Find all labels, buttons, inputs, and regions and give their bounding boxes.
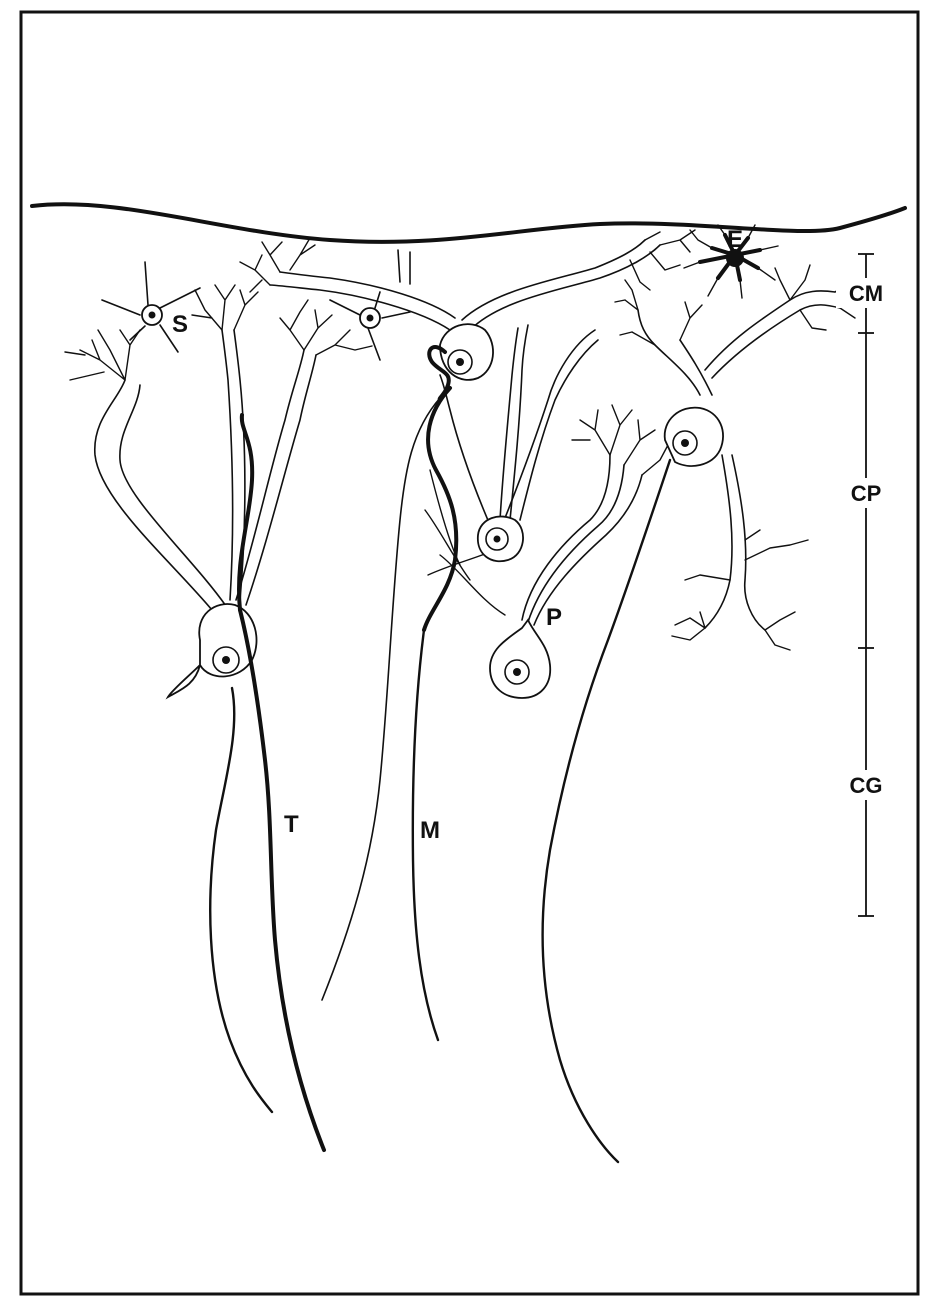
cell-t bbox=[65, 285, 372, 1150]
label-s: S bbox=[172, 311, 188, 338]
layer-label-cp: CP bbox=[851, 481, 882, 506]
surface-line bbox=[32, 204, 905, 242]
label-t: T bbox=[284, 811, 299, 838]
layer-label-cg: CG bbox=[850, 773, 883, 798]
cell-right bbox=[543, 265, 855, 1162]
cell-m bbox=[240, 230, 695, 1040]
label-e: E bbox=[727, 226, 743, 253]
layer-label-cm: CM bbox=[849, 281, 883, 306]
label-m: M bbox=[420, 817, 440, 844]
cell-small-upper bbox=[330, 292, 410, 360]
label-p: P bbox=[546, 604, 562, 631]
cell-s bbox=[102, 262, 200, 352]
figure-frame bbox=[21, 12, 918, 1294]
layer-scale-bar bbox=[858, 254, 874, 916]
